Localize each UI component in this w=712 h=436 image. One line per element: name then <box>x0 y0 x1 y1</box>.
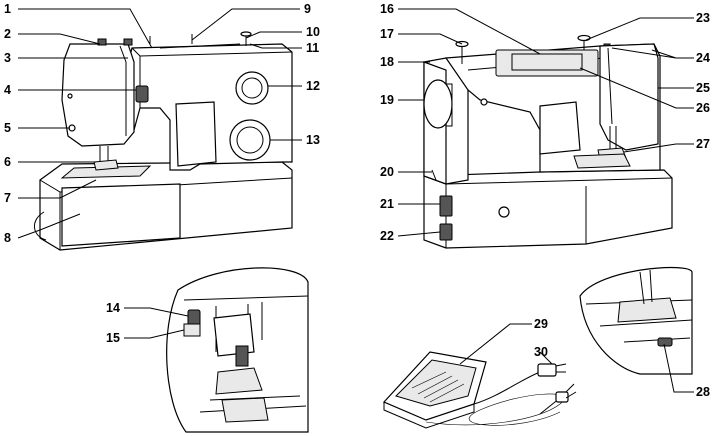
foot-pedal-and-power-cord <box>382 351 577 429</box>
back-view-machine <box>423 34 673 249</box>
leader-lines <box>17 8 694 393</box>
callout-28: 28 <box>696 385 710 399</box>
callout-13: 13 <box>306 133 320 147</box>
detail-circle-bobbin-area <box>579 266 693 375</box>
callout-7: 7 <box>4 191 11 205</box>
callout-21: 21 <box>380 197 394 211</box>
detail-circle-presser-foot <box>166 267 309 433</box>
callout-2: 2 <box>4 27 11 41</box>
callout-20: 20 <box>380 165 394 179</box>
callout-17: 17 <box>380 27 394 41</box>
callout-16: 16 <box>380 2 394 16</box>
callout-26: 26 <box>696 101 710 115</box>
callout-6: 6 <box>4 155 11 169</box>
callout-22: 22 <box>380 229 394 243</box>
callout-1: 1 <box>4 2 11 16</box>
callout-15: 15 <box>106 331 120 345</box>
callout-24: 24 <box>696 51 710 65</box>
callout-11: 11 <box>306 41 319 55</box>
callout-30: 30 <box>534 345 548 359</box>
callout-19: 19 <box>380 93 394 107</box>
callout-25: 25 <box>696 81 710 95</box>
front-view-machine <box>34 31 293 251</box>
callout-18: 18 <box>380 55 394 69</box>
callout-27: 27 <box>696 137 710 151</box>
callout-5: 5 <box>4 121 11 135</box>
callout-23: 23 <box>696 11 710 25</box>
callout-8: 8 <box>4 231 11 245</box>
callout-14: 14 <box>106 301 120 315</box>
callout-3: 3 <box>4 51 11 65</box>
callout-labels: 1 2 3 4 5 6 7 8 9 10 11 12 13 14 15 16 1… <box>4 2 710 399</box>
callout-12: 12 <box>306 79 320 93</box>
callout-29: 29 <box>534 317 548 331</box>
callout-9: 9 <box>304 2 311 16</box>
callout-4: 4 <box>4 83 11 97</box>
callout-10: 10 <box>306 25 320 39</box>
